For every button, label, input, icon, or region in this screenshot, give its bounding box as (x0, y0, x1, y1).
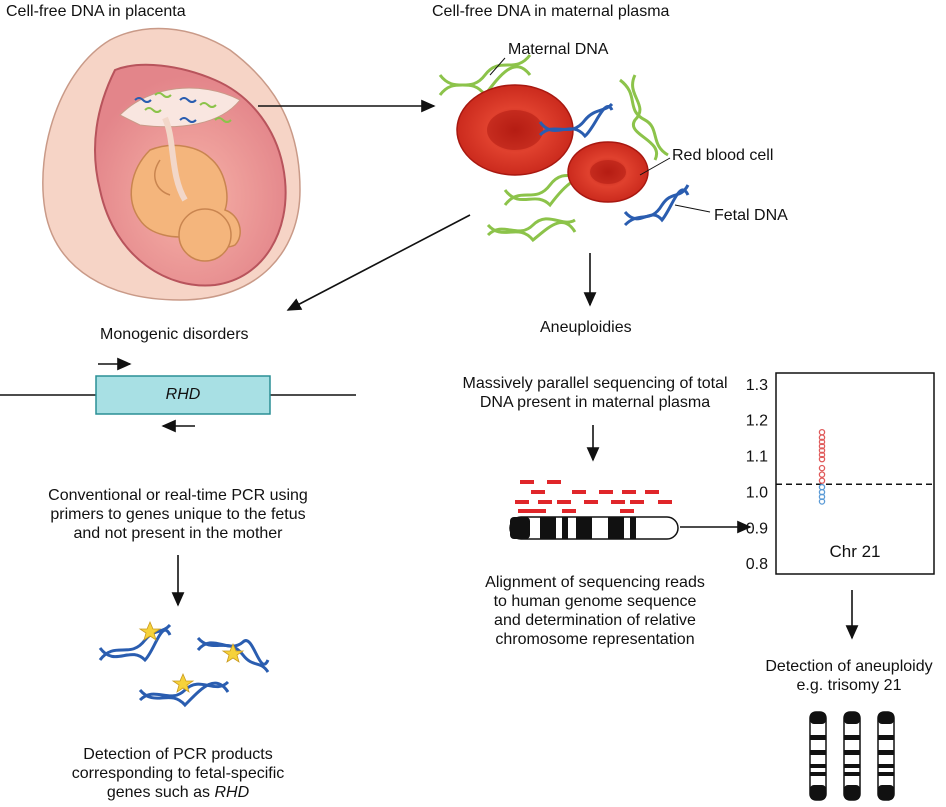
seq-line-2: DNA present in maternal plasma (479, 394, 711, 411)
pcr-line-2: primers to genes unique to the fetus (50, 506, 306, 523)
y-tick-label: 0.8 (746, 556, 768, 573)
rhd-gene-label: RHD (165, 386, 201, 403)
y-tick-label: 1.3 (746, 377, 768, 394)
monogenic-title: Monogenic disorders (100, 326, 249, 343)
rhd-gene-box (95, 375, 271, 415)
data-point (818, 447, 826, 454)
data-point (818, 442, 826, 450)
pcr-detection-description: Detection of PCR products corresponding … (0, 745, 356, 802)
placenta-title: Cell-free DNA in placenta (6, 3, 186, 20)
data-point (818, 471, 826, 478)
chromosome-bar (509, 516, 679, 540)
aneuploidy-line-1: Detection of aneuploidy (765, 658, 933, 675)
arrow-plasma-to-monogenic (286, 214, 471, 311)
seq-line-1: Massively parallel sequencing of total (462, 375, 728, 392)
data-point (818, 438, 826, 446)
chart-frame (775, 372, 935, 575)
data-point (818, 498, 826, 505)
align-line-4: chromosome representation (495, 631, 695, 648)
align-line-3: and determination of relative (494, 612, 696, 629)
pcr-line-3: and not present in the mother (73, 525, 283, 542)
plasma-illustration (438, 54, 711, 243)
data-point (818, 477, 826, 484)
y-tick-label: 0.9 (746, 520, 768, 537)
detection-line-3-prefix: genes such as (106, 784, 215, 801)
maternal-dna-label: Maternal DNA (508, 41, 609, 58)
detection-gene-name: RHD (214, 784, 250, 801)
sequencing-description: Massively parallel sequencing of total D… (440, 374, 750, 412)
aneuploidy-detection-description: Detection of aneuploidy e.g. trisomy 21 (752, 657, 946, 695)
x-axis-label: Chr 21 (829, 542, 880, 561)
red-blood-cell-label: Red blood cell (672, 147, 774, 164)
pcr-description: Conventional or real-time PCR using prim… (0, 486, 356, 543)
y-tick-label: 1.0 (746, 484, 768, 501)
align-line-1: Alignment of sequencing reads (485, 574, 705, 591)
data-point (818, 464, 826, 472)
aneuploidies-title: Aneuploidies (540, 319, 632, 336)
pregnancy-illustration (42, 27, 301, 301)
fetal-dna-label: Fetal DNA (714, 207, 788, 224)
data-point (818, 434, 826, 441)
detection-line-2: corresponding to fetal-specific (71, 765, 285, 782)
y-tick-label: 1.1 (746, 449, 768, 466)
data-point (818, 451, 826, 459)
detection-line-3: genes such as RHD (0, 783, 356, 802)
trisomy-chromosomes (809, 711, 895, 801)
pcr-products-illustration (98, 620, 270, 708)
plasma-title: Cell-free DNA in maternal plasma (432, 3, 670, 20)
data-point (818, 455, 826, 463)
pcr-line-1: Conventional or real-time PCR using (48, 487, 308, 504)
alignment-description: Alignment of sequencing reads to human g… (445, 573, 745, 649)
aneuploidy-line-2: e.g. trisomy 21 (796, 677, 902, 694)
align-line-2: to human genome sequence (493, 593, 697, 610)
detection-line-1: Detection of PCR products (83, 746, 273, 763)
sequencing-reads (515, 480, 672, 513)
y-tick-label: 1.2 (746, 413, 768, 430)
rhd-gene-diagram (0, 357, 356, 433)
